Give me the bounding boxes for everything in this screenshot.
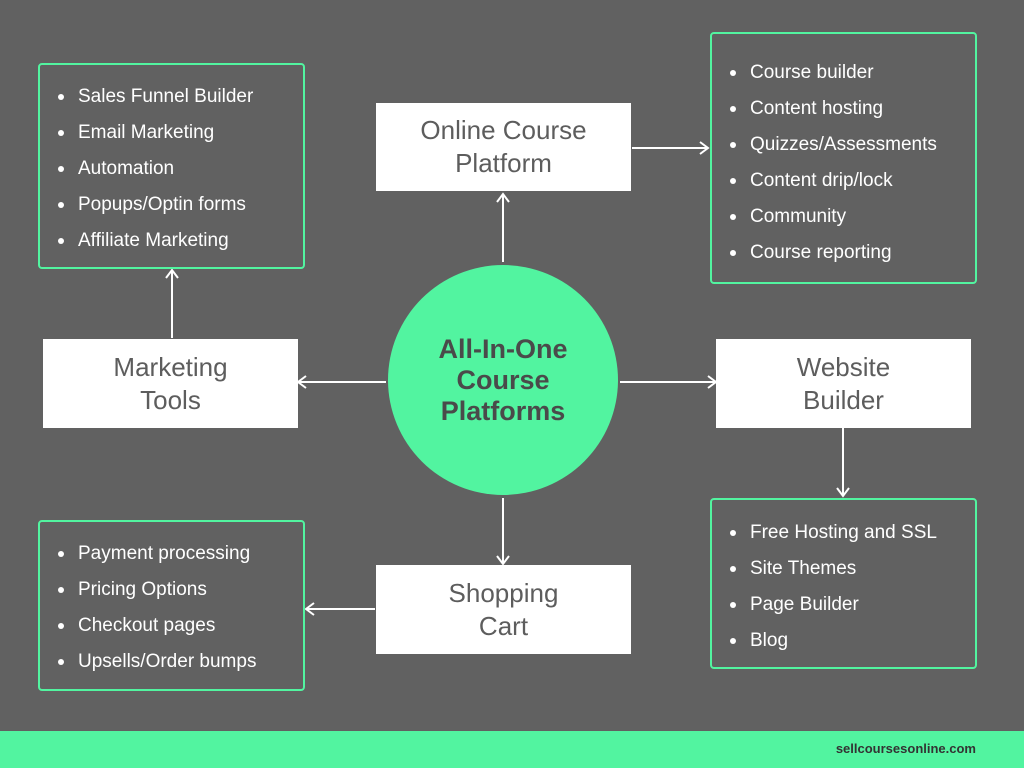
arrowhead-course-platform [496, 192, 510, 203]
arrowhead-cart-list [304, 602, 315, 616]
node-shopping-cart: Shopping Cart [376, 565, 631, 654]
node-label-line2: Cart [478, 610, 529, 641]
node-label-line2: Platform [455, 148, 552, 178]
marketing-features-box: Sales Funnel Builder Email Marketing Aut… [38, 63, 305, 269]
list-item: Upsells/Order bumps [40, 644, 303, 680]
list-item: Course reporting [712, 235, 975, 271]
node-label-line1: Online Course [420, 115, 587, 145]
node-label-line1: Website [796, 351, 891, 382]
node-website-builder: Website Builder [716, 339, 971, 428]
hub-title: All-In-One Course Platforms [438, 333, 568, 426]
list-item: Content drip/lock [712, 163, 975, 199]
list-item: Popups/Optin forms [40, 187, 303, 223]
course-features-box: Course builder Content hosting Quizzes/A… [710, 32, 977, 284]
arrowhead-cart [496, 555, 510, 566]
arrowhead-course-list [699, 141, 710, 155]
list-item: Affiliate Marketing [40, 223, 303, 259]
arrowhead-website-list [836, 487, 850, 498]
node-label-line2: Tools [140, 384, 201, 415]
list-item: Content hosting [712, 91, 975, 127]
list-item: Site Themes [712, 551, 975, 587]
footer-bar: sellcoursesonline.com [0, 731, 1024, 768]
website-features-box: Free Hosting and SSL Site Themes Page Bu… [710, 498, 977, 669]
arrowhead-marketing [296, 375, 307, 389]
cart-features-box: Payment processing Pricing Options Check… [38, 520, 305, 691]
list-item: Page Builder [712, 587, 975, 623]
list-item: Free Hosting and SSL [712, 515, 975, 551]
list-item: Course builder [712, 55, 975, 91]
list-item: Quizzes/Assessments [712, 127, 975, 163]
arrowhead-marketing-list [165, 268, 179, 279]
list-item: Sales Funnel Builder [40, 79, 303, 115]
node-online-course-platform: Online Course Platform [376, 103, 631, 191]
footer-site-url: sellcoursesonline.com [835, 741, 976, 756]
list-item: Email Marketing [40, 115, 303, 151]
list-item: Payment processing [40, 536, 303, 572]
list-item: Community [712, 199, 975, 235]
node-label-line2: Builder [803, 384, 884, 415]
list-item: Pricing Options [40, 572, 303, 608]
node-label-line1: Shopping [448, 577, 559, 608]
list-item: Checkout pages [40, 608, 303, 644]
node-marketing-tools: Marketing Tools [43, 339, 298, 428]
list-item: Blog [712, 623, 975, 659]
node-label-line1: Marketing [113, 351, 228, 382]
list-item: Automation [40, 151, 303, 187]
hub-circle: All-In-One Course Platforms [388, 265, 618, 495]
